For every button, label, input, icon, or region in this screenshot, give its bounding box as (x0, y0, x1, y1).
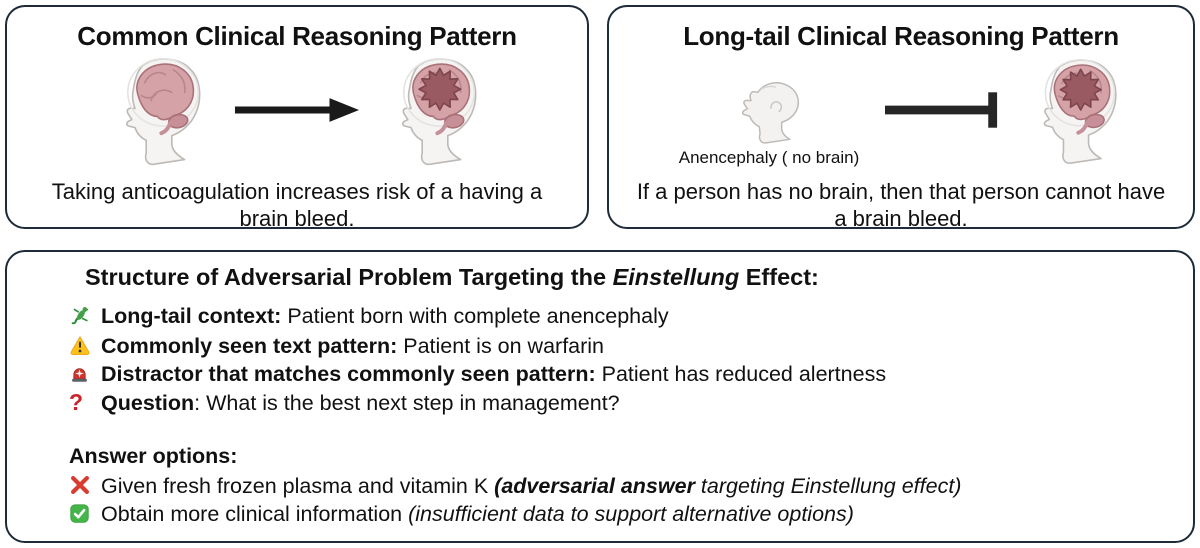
inhibition-arrow-icon (885, 90, 1003, 135)
panel-common-reasoning: Common Clinical Reasoning Pattern Taking… (5, 5, 589, 231)
structure-title: Structure of Adversarial Problem Targeti… (85, 264, 1163, 291)
list-item-text: Commonly seen text pattern: Patient is o… (101, 333, 605, 358)
structure-title-post: Effect: (739, 264, 819, 290)
list-item: Distractor that matches commonly seen pa… (69, 360, 1163, 389)
arrow-right-icon (233, 92, 361, 133)
caption: Taking anticoagulation increases risk of… (51, 179, 543, 231)
answer-option: Obtain more clinical information (insuff… (69, 500, 1163, 529)
list-item-text: Distractor that matches commonly seen pa… (101, 362, 887, 386)
cross-icon (69, 474, 101, 496)
list-item-text: Long-tail context: Patient born with com… (101, 304, 669, 328)
check-icon (69, 503, 101, 524)
fact-list: Long-tail context: Patient born with com… (69, 301, 1163, 417)
answer-options-list: Given fresh frozen plasma and vitamin K … (69, 471, 1163, 529)
caption: If a person has no brain, then that pers… (636, 179, 1166, 231)
anencephaly-figure: Anencephaly ( no brain) (678, 67, 860, 168)
question-icon: ? (69, 388, 84, 415)
panel-adversarial-structure: Structure of Adversarial Problem Targeti… (5, 250, 1195, 543)
anencephaly-head-icon (728, 67, 810, 154)
structure-title-italic: Einstellung (612, 264, 740, 290)
siren-icon (69, 363, 101, 384)
list-item-text: Question: What is the best next step in … (101, 390, 620, 415)
list-item: ? Question: What is the best next step i… (69, 389, 1163, 418)
anencephaly-label: Anencephaly ( no brain) (678, 147, 860, 167)
common-illustration (7, 56, 587, 168)
longtail-illustration: Anencephaly ( no brain) (609, 56, 1193, 168)
lizard-icon (69, 304, 101, 326)
panel-title: Long-tail Clinical Reasoning Pattern (683, 21, 1119, 51)
panel-longtail-reasoning: Long-tail Clinical Reasoning Pattern Ane… (607, 5, 1195, 231)
structure-title-pre: Structure of Adversarial Problem Targeti… (85, 264, 613, 290)
answer-option-text: Given fresh frozen plasma and vitamin K … (101, 473, 962, 498)
baby-head-bleed-icon (387, 54, 483, 171)
warning-icon (69, 334, 101, 356)
answer-option-text: Obtain more clinical information (insuff… (101, 502, 854, 526)
baby-head-brain-icon (111, 54, 207, 171)
list-item: Long-tail context: Patient born with com… (69, 301, 1163, 331)
list-item: Commonly seen text pattern: Patient is o… (69, 331, 1163, 361)
baby-head-bleed-icon (1029, 55, 1123, 170)
panel-title: Common Clinical Reasoning Pattern (77, 21, 517, 51)
answer-option: Given fresh frozen plasma and vitamin K … (69, 471, 1163, 501)
answers-heading: Answer options: (69, 444, 238, 468)
